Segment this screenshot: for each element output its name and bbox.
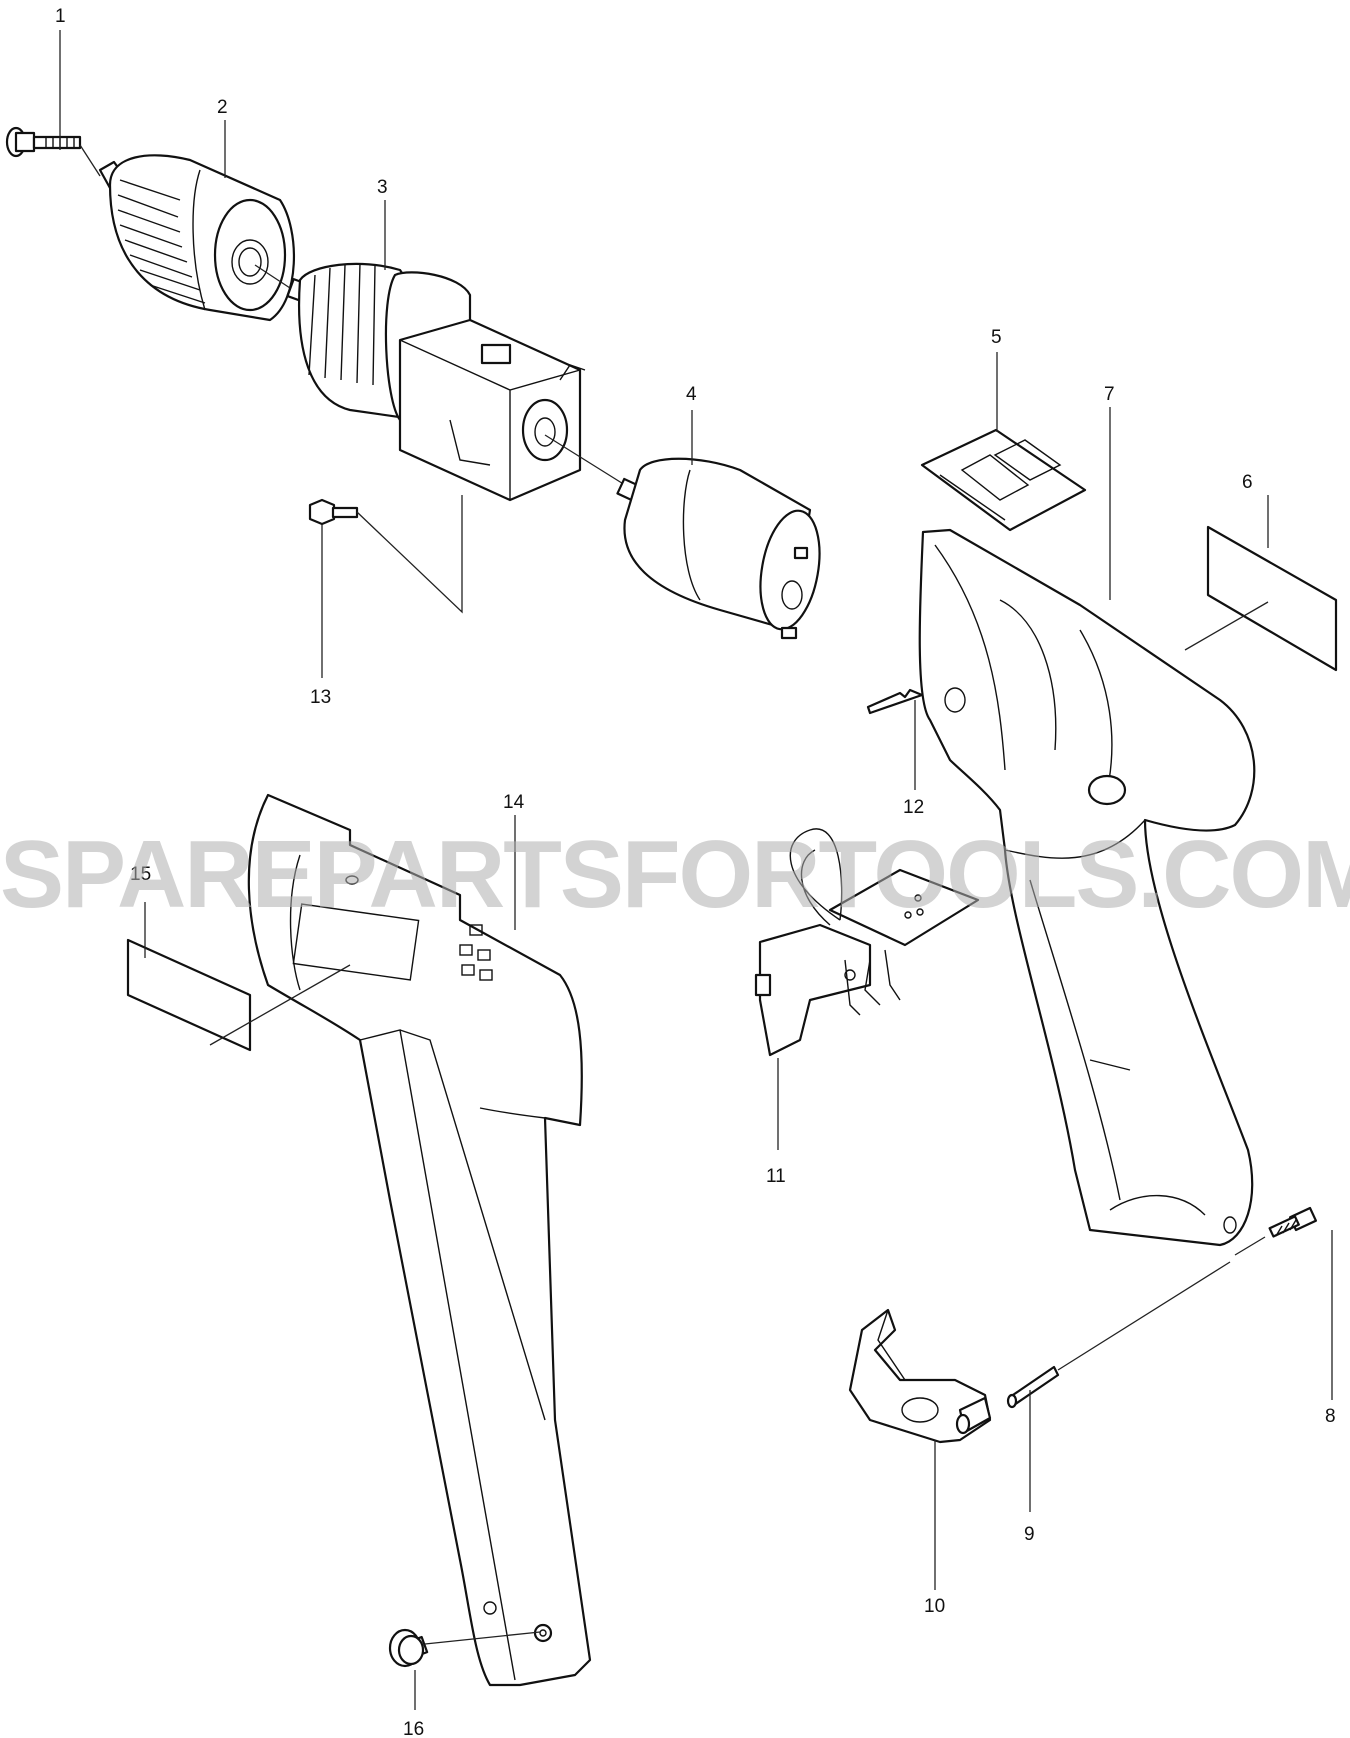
part-1-screw[interactable]: 1: [5, 6, 82, 158]
callout-6: 6: [1242, 472, 1253, 493]
callout-16: 16: [403, 1719, 424, 1738]
callout-13: 13: [310, 687, 331, 708]
callout-14: 14: [503, 792, 525, 813]
part-15-name-plate[interactable]: 15: [126, 864, 351, 1052]
callout-12: 12: [903, 797, 924, 818]
part-7-housing-right[interactable]: 7: [918, 384, 1256, 1247]
part-6-label-plate[interactable]: 6: [1184, 472, 1338, 672]
part-14-housing-left[interactable]: 14: [247, 792, 592, 1687]
part-2-drill-chuck[interactable]: 2: [79, 97, 295, 322]
callout-2: 2: [217, 97, 228, 118]
part-12-terminal-clip[interactable]: 12: [866, 688, 924, 818]
part-9-pin[interactable]: 9: [1006, 1261, 1231, 1545]
part-4-dc-motor[interactable]: 4: [616, 384, 828, 640]
callout-5: 5: [991, 327, 1002, 348]
callout-4: 4: [686, 384, 697, 405]
callout-1: 1: [55, 6, 66, 27]
part-10-terminal[interactable]: 10: [848, 1308, 992, 1617]
part-13-screw[interactable]: 13: [308, 495, 463, 708]
callout-11: 11: [766, 1166, 786, 1187]
part-11-switch[interactable]: 11: [754, 828, 980, 1187]
part-5-switch-button[interactable]: 5: [920, 327, 1087, 532]
part-3-gear-assembly[interactable]: 3: [286, 177, 626, 502]
callout-10: 10: [924, 1596, 945, 1617]
callout-9: 9: [1024, 1524, 1035, 1545]
callout-8: 8: [1325, 1406, 1336, 1427]
callout-7: 7: [1104, 384, 1115, 405]
part-16-cap[interactable]: 16: [388, 1628, 541, 1738]
callout-15: 15: [130, 864, 151, 885]
part-8-tapping-screw[interactable]: 8: [1234, 1206, 1336, 1427]
callout-3: 3: [377, 177, 388, 198]
